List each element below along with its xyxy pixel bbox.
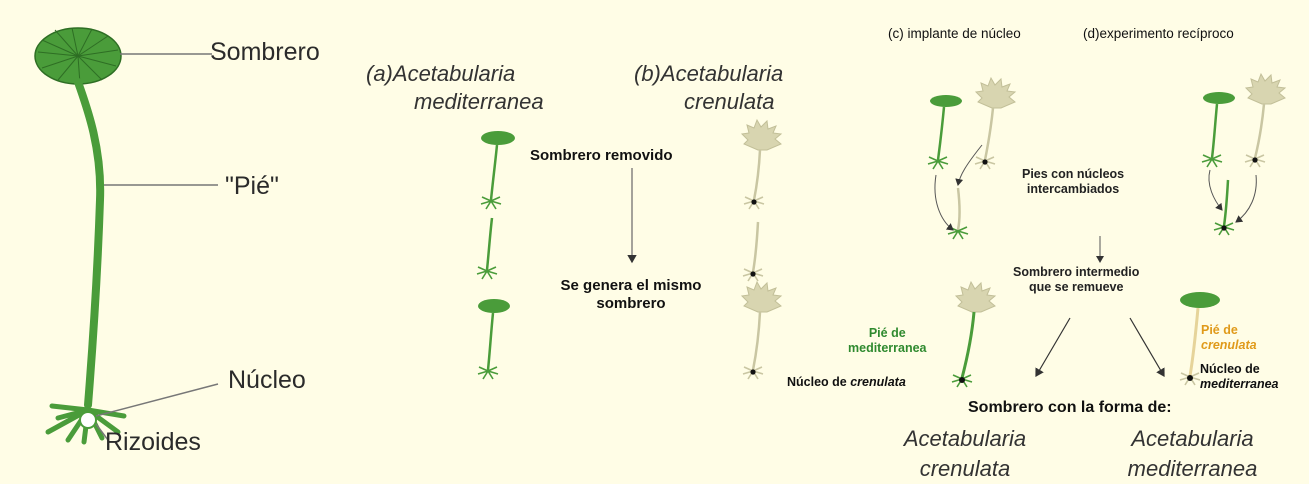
label-nucleo-crenulata: Núcleo de crenulata xyxy=(787,375,906,390)
label-pie-cren-line1: Pié de xyxy=(1201,323,1238,337)
result-plants xyxy=(951,281,1220,388)
label-pie: "Pié" xyxy=(225,172,279,200)
header-c: (c) implante de núcleo xyxy=(888,26,1021,41)
label-pies-intercambiados: Pies con núcleos intercambiados xyxy=(1022,167,1124,197)
stalk xyxy=(74,78,105,409)
label-sombrero-removido: Sombrero removido xyxy=(530,147,673,164)
label-nucleo-cren-prefix: Núcleo de xyxy=(787,375,851,389)
label-pie-crenulata: Pié de crenulata xyxy=(1201,323,1257,353)
result-right-genus: Acetabularia xyxy=(1131,426,1254,451)
result-left-name: crenulata xyxy=(919,456,1011,481)
label-pie-cren-line2: crenulata xyxy=(1201,338,1257,352)
label-result-title: Sombrero con la forma de: xyxy=(968,399,1172,416)
label-pies-line2: intercambiados xyxy=(1026,182,1120,196)
label-pie-med-line2: mediterranea xyxy=(848,341,927,355)
panel-b-letter: (b) xyxy=(634,61,661,86)
label-sombrero-intermedio: Sombrero intermedio que se remueve xyxy=(1013,265,1139,295)
acetabularia-anatomy-figure xyxy=(34,27,127,445)
panel-b-genus: Acetabularia xyxy=(660,61,784,86)
panel-a-species: mediterranea xyxy=(414,89,544,114)
panel-b-title: (b)Acetabularia crenulata xyxy=(634,60,783,116)
label-pies-line1: Pies con núcleos xyxy=(1022,167,1125,181)
result-arrow-right xyxy=(1129,317,1165,378)
result-arrow-left xyxy=(1035,317,1071,378)
label-pie-med-line1: Pié de xyxy=(868,326,906,340)
label-nucleo-med-line2: mediterranea xyxy=(1200,377,1279,391)
label-se-genera: Se genera el mismo sombrero xyxy=(533,277,729,313)
label-rizoides: Rizoides xyxy=(105,428,201,456)
label-nucleo: Núcleo xyxy=(228,366,306,394)
result-right-name: mediterranea xyxy=(1127,456,1258,481)
panel-a-title: (a)Acetabularia mediterranea xyxy=(366,60,544,116)
panel-a-letter: (a) xyxy=(366,61,393,86)
label-intermedio-line2: que se remueve xyxy=(1028,280,1124,294)
label-nucleo-med-line1: Núcleo de xyxy=(1200,362,1260,376)
result-right-species: Acetabularia mediterranea xyxy=(1105,424,1280,484)
result-left-genus: Acetabularia xyxy=(903,426,1027,451)
label-nucleo-cren-name: crenulata xyxy=(850,375,906,389)
panel-a-genus: Acetabularia xyxy=(392,61,516,86)
label-se-genera-line1: Se genera el mismo xyxy=(560,277,702,294)
label-pie-mediterranea: Pié de mediterranea xyxy=(848,326,927,356)
panel-b-plants xyxy=(741,119,782,380)
panel-d-plants xyxy=(1201,73,1286,236)
panel-c-plants xyxy=(927,77,1016,240)
anatomy-leader-lines xyxy=(95,53,219,441)
nucleus xyxy=(79,411,97,429)
panel-b-species: crenulata xyxy=(684,89,775,114)
header-d: (d)experimento recíproco xyxy=(1083,26,1234,41)
panel-a-plants xyxy=(476,131,515,380)
label-intermedio-line1: Sombrero intermedio xyxy=(1013,265,1140,279)
result-left-species: Acetabularia crenulata xyxy=(895,424,1035,484)
label-sombrero: Sombrero xyxy=(210,38,320,66)
label-nucleo-mediterranea: Núcleo de mediterranea xyxy=(1200,362,1279,392)
label-se-genera-line2: sombrero xyxy=(596,295,666,312)
